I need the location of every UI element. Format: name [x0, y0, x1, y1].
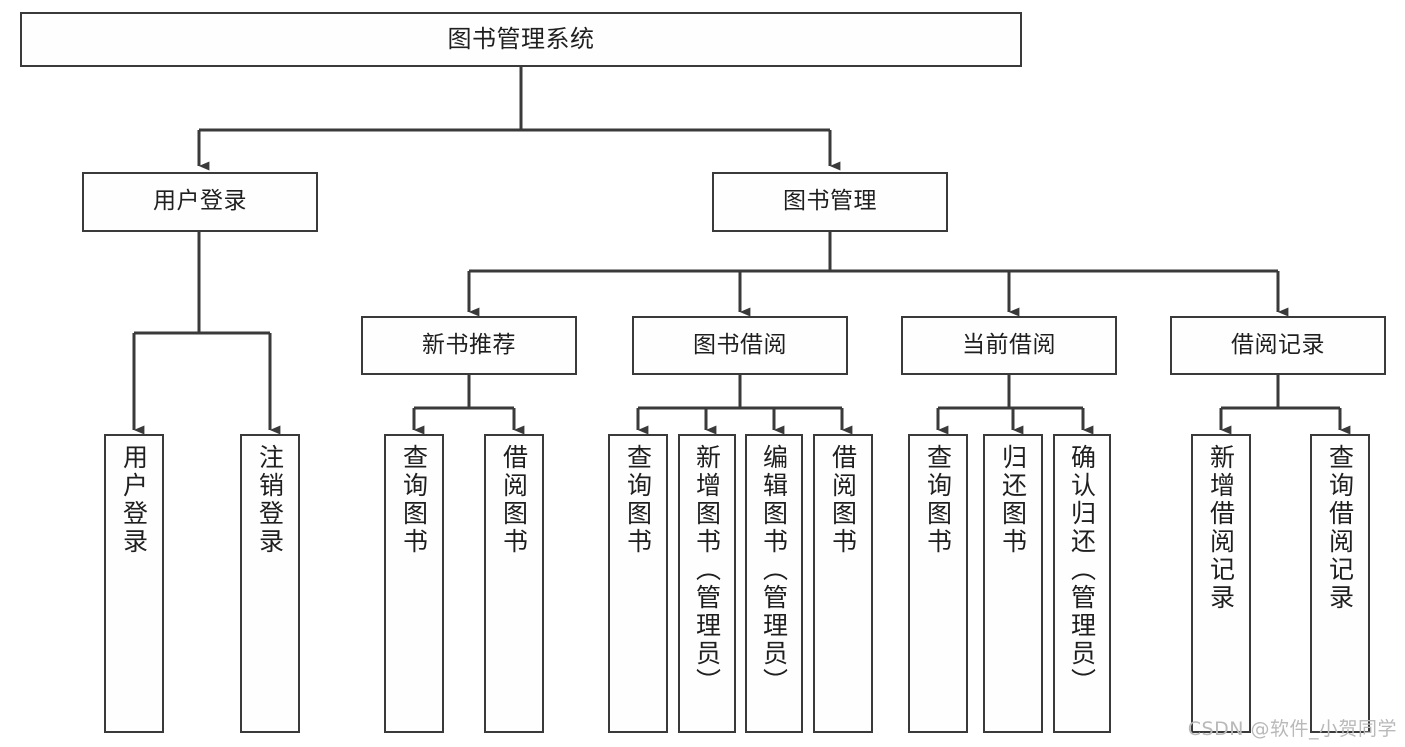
node-label: 借阅图书: [828, 444, 858, 556]
node-label: 借阅记录: [1231, 331, 1325, 358]
node-label: 借阅图书: [499, 444, 529, 556]
node-label: 新书推荐: [422, 331, 516, 358]
node-label: 查询借阅记录: [1325, 444, 1355, 612]
leaf-edit-book-admin[interactable]: 编辑图书（管理员）: [745, 434, 803, 733]
leaf-confirm-return-admin[interactable]: 确认归还（管理员）: [1053, 434, 1111, 733]
leaf-user-logout[interactable]: 注销登录: [240, 434, 300, 733]
node-label: 编辑图书（管理员）: [759, 444, 789, 696]
node-label: 当前借阅: [962, 331, 1056, 358]
csdn-watermark: CSDN @软件_小贺同学: [1187, 718, 1397, 740]
leaf-query-book-borrow[interactable]: 查询图书: [608, 434, 668, 733]
leaf-user-login[interactable]: 用户登录: [104, 434, 164, 733]
leaf-borrow-book-borrow[interactable]: 借阅图书: [813, 434, 873, 733]
node-book-manage[interactable]: 图书管理: [712, 172, 948, 232]
leaf-add-borrow-record[interactable]: 新增借阅记录: [1191, 434, 1251, 733]
node-label: 确认归还（管理员）: [1067, 444, 1097, 696]
node-label: 用户登录: [153, 188, 247, 215]
node-label: 查询图书: [399, 444, 429, 556]
leaf-add-book-admin[interactable]: 新增图书（管理员）: [678, 434, 736, 733]
node-label: 图书管理系统: [447, 25, 595, 54]
leaf-return-book[interactable]: 归还图书: [983, 434, 1043, 733]
node-root-system[interactable]: 图书管理系统: [20, 12, 1022, 67]
leaf-query-borrow-record[interactable]: 查询借阅记录: [1310, 434, 1370, 733]
leaf-query-book-current[interactable]: 查询图书: [908, 434, 968, 733]
node-new-book-recommend[interactable]: 新书推荐: [361, 316, 577, 375]
node-label: 查询图书: [923, 444, 953, 556]
node-label: 新增图书（管理员）: [692, 444, 722, 696]
node-label: 图书借阅: [693, 331, 787, 358]
node-label: 用户登录: [119, 444, 149, 556]
node-user-login[interactable]: 用户登录: [82, 172, 318, 232]
node-current-borrow[interactable]: 当前借阅: [901, 316, 1117, 375]
node-label: 新增借阅记录: [1206, 444, 1236, 612]
node-label: 查询图书: [623, 444, 653, 556]
node-label: 归还图书: [998, 444, 1028, 556]
node-label: 注销登录: [255, 444, 285, 556]
node-borrow-record[interactable]: 借阅记录: [1170, 316, 1386, 375]
node-label: 图书管理: [783, 188, 877, 215]
leaf-query-book-recommend[interactable]: 查询图书: [384, 434, 444, 733]
leaf-borrow-book-recommend[interactable]: 借阅图书: [484, 434, 544, 733]
node-book-borrow[interactable]: 图书借阅: [632, 316, 848, 375]
